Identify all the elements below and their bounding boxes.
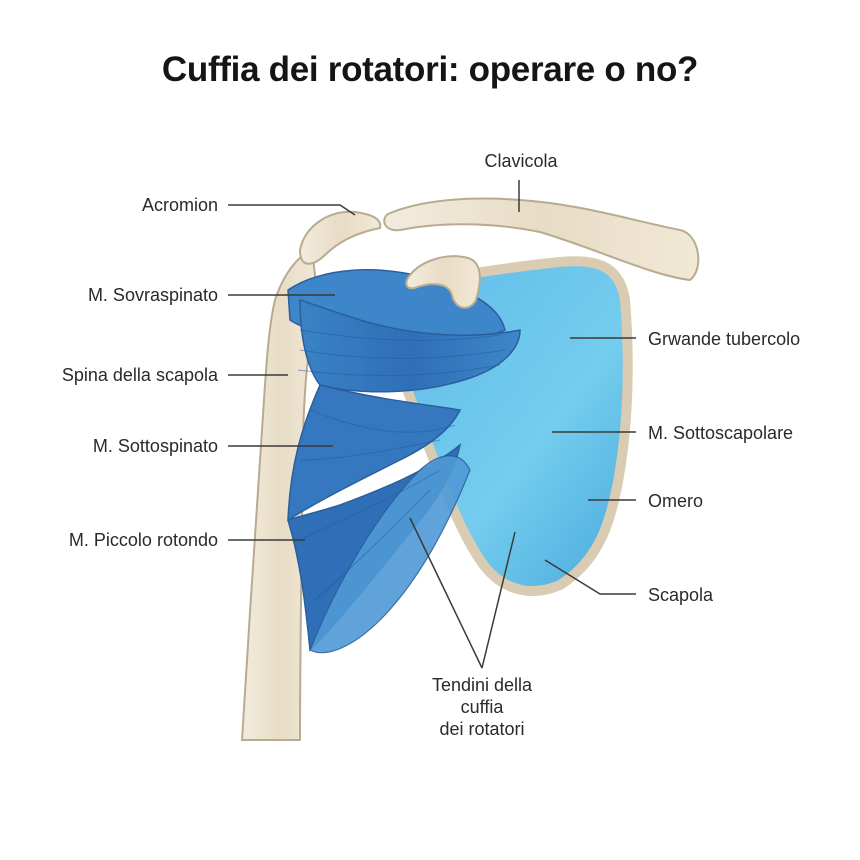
leader-tendini <box>409 517 516 669</box>
leader-lines <box>228 180 636 669</box>
diagram-title: Cuffia dei rotatori: operare o no? <box>161 50 699 89</box>
label-omero: Omero <box>648 491 704 511</box>
acromion-bone <box>298 210 382 265</box>
coracoid-bone <box>405 255 481 309</box>
label-piccolo-rotondo: M. Piccolo rotondo <box>68 530 218 550</box>
label-sottoscapolare: M. Sottoscapolare <box>648 423 794 443</box>
label-clavicola: Clavicola <box>484 151 558 171</box>
label-scapola: Scapola <box>648 585 714 605</box>
clavicle-bone <box>383 197 700 282</box>
leader-scapola <box>544 559 636 595</box>
label-tendini-line-3: dei rotatori <box>439 719 525 739</box>
label-sovraspinato: M. Sovraspinato <box>87 285 218 305</box>
label-acromion: Acromion <box>141 195 218 215</box>
label-grande-tubercolo: Grwande tubercolo <box>648 329 801 349</box>
label-tendini-line-1: Tendini della <box>431 675 533 695</box>
leader-acromion <box>228 204 356 216</box>
label-tendini-line-2: cuffia <box>460 697 504 717</box>
label-tendini: Tendini della cuffia dei rotatori <box>392 674 572 740</box>
label-sottospinato: M. Sottospinato <box>92 436 218 456</box>
label-spina-scapola: Spina della scapola <box>61 365 218 385</box>
